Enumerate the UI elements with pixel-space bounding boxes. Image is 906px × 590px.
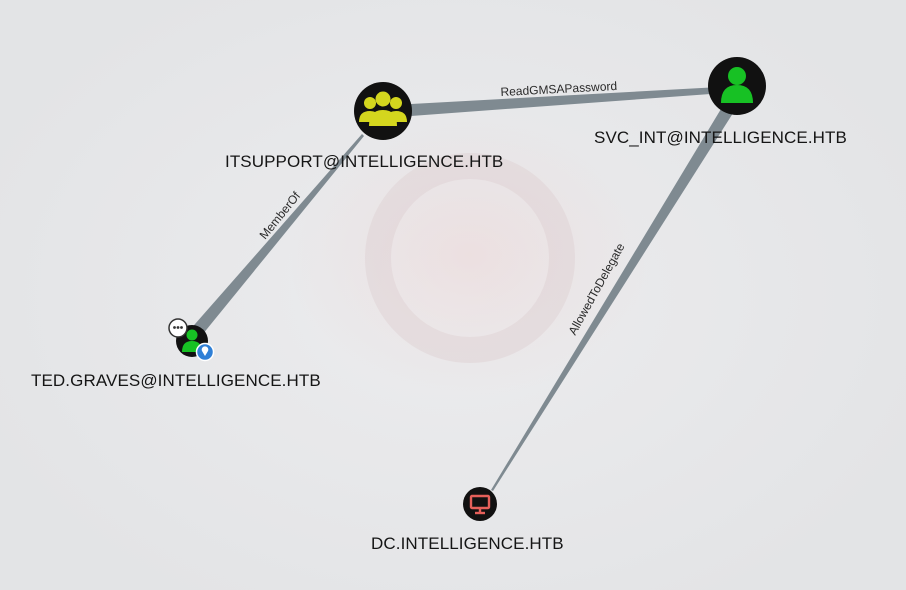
user-icon <box>721 67 753 103</box>
edge-allowedtodelegate[interactable]: AllowedToDelegate <box>491 104 735 491</box>
node-label-ted-graves: TED.GRAVES@INTELLIGENCE.HTB <box>31 371 321 390</box>
edge-label-readgmsapassword: ReadGMSAPassword <box>500 79 617 99</box>
node-label-dc: DC.INTELLIGENCE.HTB <box>371 534 564 553</box>
node-label-itsupport: ITSUPPORT@INTELLIGENCE.HTB <box>225 152 504 171</box>
node-dc[interactable] <box>463 487 497 521</box>
location-pin-icon <box>195 342 215 362</box>
node-svc-int[interactable] <box>708 57 766 115</box>
computer-icon <box>469 494 491 515</box>
edge-readgmsapassword[interactable]: ReadGMSAPassword <box>411 79 738 116</box>
chat-bubble-icon <box>168 318 188 338</box>
node-ted-graves[interactable] <box>168 318 215 362</box>
group-icon <box>359 91 407 126</box>
node-label-svc-int: SVC_INT@INTELLIGENCE.HTB <box>594 128 847 147</box>
node-itsupport[interactable] <box>354 82 412 140</box>
background-watermark <box>365 153 575 363</box>
